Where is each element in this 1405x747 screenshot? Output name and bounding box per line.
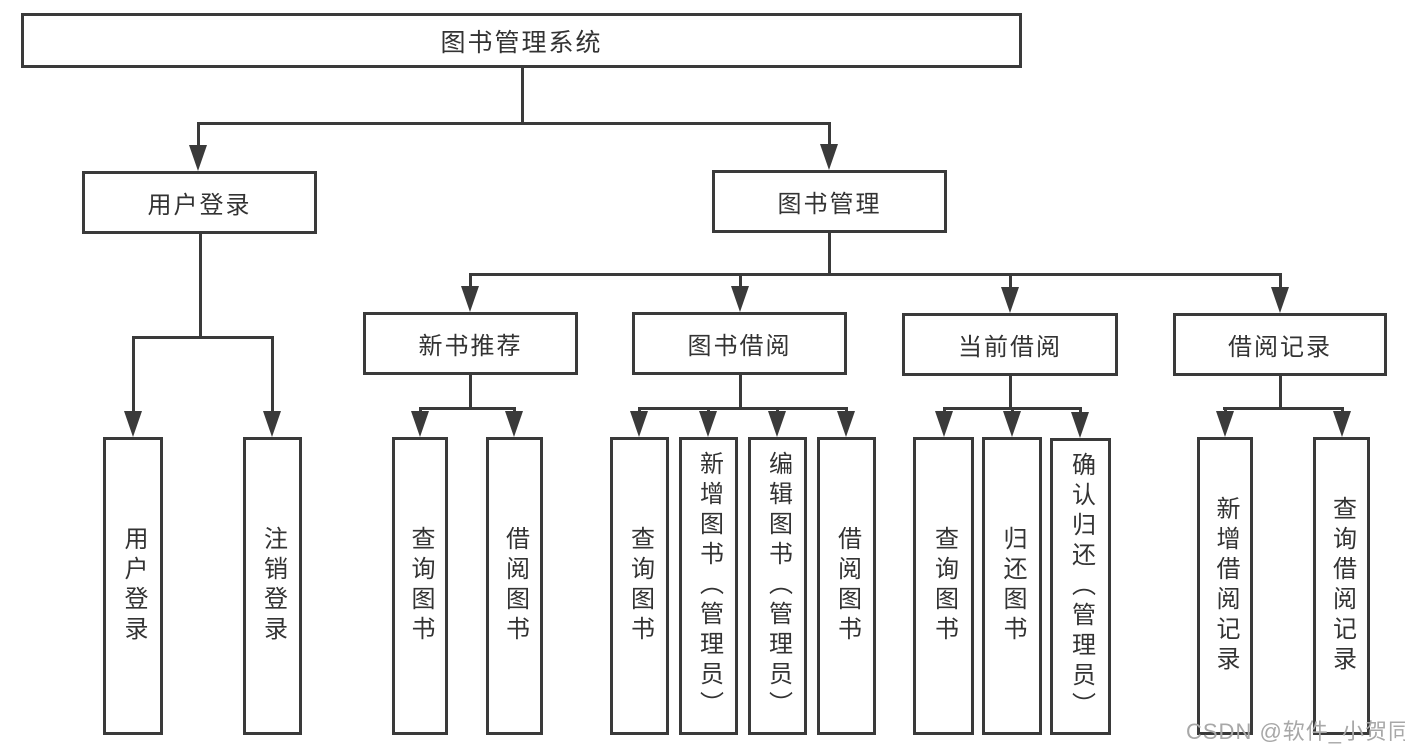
arrow-down-icon [935, 411, 953, 437]
node-label: 图书管理系统 [440, 28, 603, 57]
connector-arrow-stem [827, 122, 831, 148]
connector-arrow-stem [468, 273, 472, 290]
arrow-down-icon [837, 411, 855, 437]
node-label: 查询借阅记录 [1328, 496, 1356, 676]
node-book-borrowing: 图书借阅 [632, 312, 847, 375]
node-label: 用户登录 [147, 192, 252, 219]
node-label: 图书管理 [777, 191, 882, 218]
csdn-watermark: CSDN @软件_小贺同学 [1186, 719, 1405, 744]
node-label: 图书借阅 [687, 333, 792, 360]
leaf-user-login: 用户登录 [103, 437, 163, 735]
node-label: 查询图书 [626, 526, 654, 646]
connector-arrow-stem [196, 122, 200, 149]
arrow-down-icon [1001, 287, 1019, 313]
leaf-query-books-borrowing: 查询图书 [610, 437, 669, 735]
arrow-down-icon [731, 286, 749, 312]
connector-bar [419, 407, 516, 410]
node-label: 归还图书 [999, 526, 1026, 646]
arrow-down-icon [1003, 411, 1021, 437]
connector-bar [1223, 407, 1343, 410]
leaf-return-books: 归还图书 [982, 437, 1042, 735]
connector-bar [197, 122, 831, 125]
connector-arrow-stem [1078, 407, 1082, 416]
connector-stem [468, 375, 472, 409]
node-label: 当前借阅 [958, 334, 1062, 361]
arrow-down-icon [1071, 412, 1089, 438]
node-label: 注销登录 [259, 526, 287, 646]
connector-arrow-stem [270, 336, 274, 415]
arrow-down-icon [1271, 287, 1289, 313]
arrow-down-icon [699, 411, 717, 437]
leaf-query-books-current: 查询图书 [913, 437, 974, 735]
arrow-down-icon [263, 411, 281, 437]
connector-stem [1278, 376, 1282, 409]
node-label: 新增图书（管理员） [695, 451, 723, 721]
connector-arrow-stem [738, 273, 742, 290]
leaf-logout: 注销登录 [243, 437, 302, 735]
connector-stem [738, 375, 742, 409]
node-label: 借阅图书 [501, 526, 529, 646]
arrow-down-icon [1216, 411, 1234, 437]
node-borrowing-records: 借阅记录 [1173, 313, 1387, 376]
node-label: 编辑图书（管理员） [764, 451, 792, 721]
node-current-borrowing: 当前借阅 [902, 313, 1118, 376]
arrow-down-icon [189, 145, 207, 171]
leaf-borrow-books: 借阅图书 [817, 437, 876, 735]
node-label: 借阅记录 [1228, 334, 1332, 361]
arrow-down-icon [1333, 411, 1351, 437]
leaf-query-books-recommend: 查询图书 [392, 437, 448, 735]
connector-arrow-stem [1008, 273, 1012, 291]
leaf-borrow-books-recommend: 借阅图书 [486, 437, 543, 735]
leaf-edit-books-admin: 编辑图书（管理员） [748, 437, 807, 735]
node-user-login: 用户登录 [82, 171, 317, 234]
node-label: 用户登录 [120, 526, 147, 646]
arrow-down-icon [768, 411, 786, 437]
arrow-down-icon [411, 411, 429, 437]
node-new-book-recommendation: 新书推荐 [363, 312, 578, 375]
node-book-management-system: 图书管理系统 [21, 13, 1022, 68]
leaf-query-borrow-record: 查询借阅记录 [1313, 437, 1370, 735]
connector-stem [198, 234, 202, 338]
node-label: 确认归还（管理员） [1067, 451, 1095, 722]
arrow-down-icon [505, 411, 523, 437]
node-label: 借阅图书 [833, 526, 861, 646]
node-label: 新书推荐 [418, 333, 523, 360]
connector-bar [638, 407, 848, 410]
arrow-down-icon [820, 144, 838, 170]
arrow-down-icon [124, 411, 142, 437]
connector-bar [132, 336, 274, 339]
connector-arrow-stem [1278, 273, 1282, 291]
node-label: 新增借阅记录 [1212, 496, 1239, 676]
leaf-confirm-return-admin: 确认归还（管理员） [1050, 438, 1111, 735]
connector-stem [1008, 376, 1012, 409]
connector-stem [520, 68, 524, 124]
node-label: 查询图书 [407, 526, 434, 646]
arrow-down-icon [461, 286, 479, 312]
leaf-add-borrow-record: 新增借阅记录 [1197, 437, 1253, 735]
connector-arrow-stem [131, 336, 135, 415]
leaf-add-books-admin: 新增图书（管理员） [679, 437, 738, 735]
arrow-down-icon [630, 411, 648, 437]
node-book-management: 图书管理 [712, 170, 947, 233]
connector-bar [469, 273, 1281, 276]
node-label: 查询图书 [930, 526, 958, 646]
connector-stem [827, 233, 831, 275]
